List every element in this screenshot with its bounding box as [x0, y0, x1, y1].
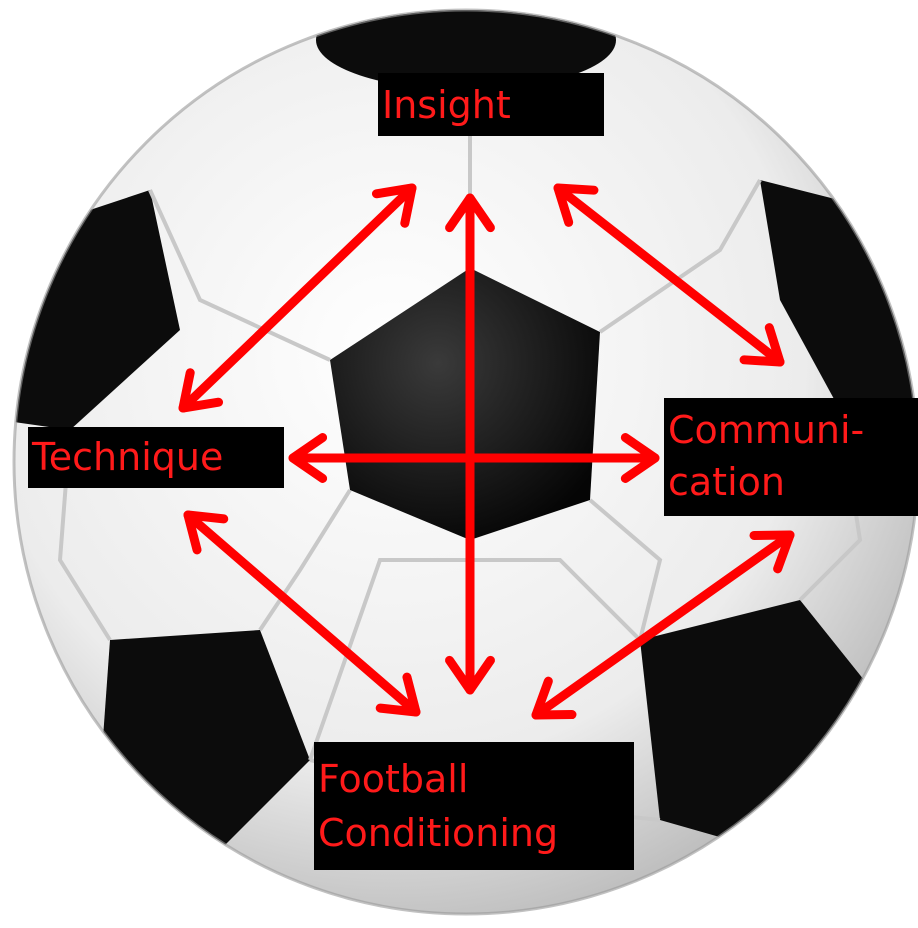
- arrow-insight-to-communication: [553, 183, 785, 367]
- arrowhead-start: [749, 530, 795, 574]
- arrow-shaft: [178, 183, 417, 413]
- node-technique-label-line-1: Technique: [32, 435, 224, 479]
- arrowhead-end: [739, 323, 785, 367]
- node-insight-label-line-1: Insight: [382, 83, 511, 127]
- arrow-shaft: [183, 510, 421, 717]
- ball-rim: [12, 8, 918, 916]
- arrow-insight-to-football-conditioning: [445, 193, 495, 695]
- arrow-shaft: [531, 530, 795, 720]
- arrow-technique-to-communication: [288, 433, 660, 483]
- arrow-shaft: [553, 183, 785, 367]
- node-communication-label-line-2: cation: [668, 460, 785, 504]
- node-football-conditioning-label-line-1: Football: [318, 757, 469, 801]
- center-black-panel: [330, 268, 600, 540]
- arrowhead-start: [445, 193, 495, 233]
- node-football-conditioning-label-line-2: Conditioning: [318, 811, 559, 855]
- node-insight: Insight: [378, 73, 604, 136]
- arrow-technique-to-football-conditioning: [183, 510, 421, 717]
- arrowhead-start: [288, 433, 328, 483]
- arrowhead-end: [375, 672, 421, 717]
- arrow-communication-to-football-conditioning: [531, 530, 795, 720]
- node-technique: Technique: [28, 427, 284, 488]
- arrowhead-end: [620, 433, 660, 483]
- node-communication-label-line-1: Communi-: [668, 408, 865, 452]
- arrows-layer: [178, 183, 795, 720]
- node-communication: Communi- cation: [664, 398, 918, 516]
- node-football-conditioning: Football Conditioning: [314, 742, 634, 870]
- arrowhead-start: [553, 183, 599, 227]
- arrowhead-start: [183, 510, 229, 555]
- arrowhead-end: [445, 655, 495, 695]
- arrowhead-end: [178, 368, 224, 413]
- arrowhead-end: [531, 676, 577, 720]
- arrow-insight-to-technique: [178, 183, 417, 413]
- arrowhead-start: [371, 183, 417, 228]
